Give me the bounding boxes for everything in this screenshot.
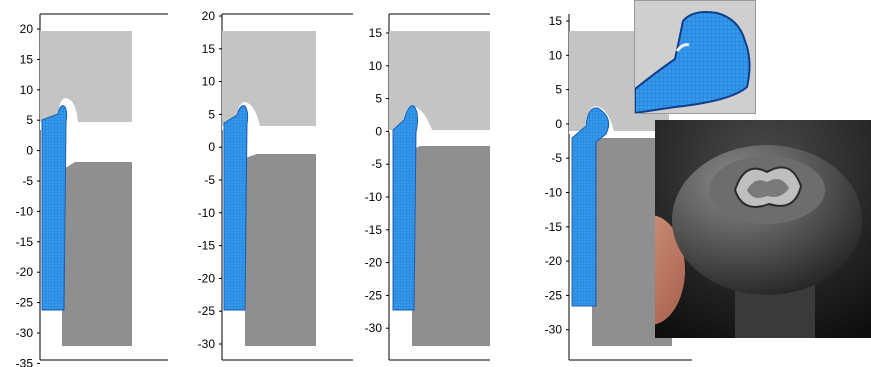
tick-label: -30 — [198, 337, 216, 351]
tick-labels-1: 20 15 10 5 0 -5 -10 -15 -20 -25 -30 -35 — [16, 22, 40, 367]
tick-label: -5 — [22, 174, 33, 188]
tick-label: -15 — [198, 239, 216, 253]
mesh-zoom-svg — [634, 11, 751, 115]
lower-die-3 — [412, 146, 490, 346]
fe-panel-1: 20 15 10 5 0 -5 -10 -15 -20 -25 -30 -35 — [0, 0, 170, 367]
tick-label: -15 — [365, 223, 383, 237]
tick-label: -5 — [371, 157, 382, 171]
tick-label: -25 — [16, 296, 34, 310]
mesh-workpiece-3 — [392, 105, 419, 311]
torx-screw-photo — [655, 120, 871, 338]
tick-label: 0 — [26, 144, 33, 158]
tick-label: -35 — [16, 356, 34, 367]
tick-label: 15 — [20, 52, 34, 66]
tick-label: -20 — [16, 265, 34, 279]
tick-label: -25 — [545, 288, 563, 302]
mesh-workpiece-4 — [571, 107, 610, 307]
tick-label: 10 — [369, 59, 383, 73]
mesh-workpiece-2 — [223, 105, 249, 311]
torx-screw-photo-svg — [655, 120, 871, 338]
tick-label: -10 — [16, 204, 34, 218]
tick-label: 0 — [555, 117, 562, 131]
tick-label: 20 — [20, 22, 34, 36]
tick-label: -15 — [16, 235, 34, 249]
tick-label: -15 — [545, 220, 563, 234]
upper-die-3 — [389, 31, 490, 130]
tick-label: -10 — [545, 186, 563, 200]
lower-die-2 — [245, 154, 316, 346]
upper-die-1 — [40, 31, 132, 122]
tick-labels-3: 15 10 5 0 -5 -10 -15 -20 -25 -30 — [365, 26, 389, 335]
tick-labels-4: 15 10 5 0 -5 -10 -15 -20 -25 -30 — [545, 14, 569, 337]
tick-label: 10 — [202, 75, 216, 89]
tick-label: 20 — [202, 9, 216, 23]
tick-label: 5 — [208, 107, 215, 121]
tick-label: 15 — [202, 42, 216, 56]
tick-label: 10 — [549, 48, 563, 62]
upper-die-2 — [222, 31, 316, 126]
tick-label: -20 — [545, 254, 563, 268]
tick-label: 5 — [375, 92, 382, 106]
fe-panel-3: 15 10 5 0 -5 -10 -15 -20 -25 -30 — [352, 0, 522, 367]
fe-panel-3-svg: 15 10 5 0 -5 -10 -15 -20 -25 -30 — [365, 13, 490, 361]
tick-label: -20 — [198, 271, 216, 285]
lower-die-1 — [62, 162, 132, 346]
tick-label: -10 — [198, 206, 216, 220]
tick-label: -25 — [365, 288, 383, 302]
tick-label: -5 — [204, 173, 215, 187]
tick-label: -10 — [365, 190, 383, 204]
tick-label: 0 — [375, 124, 382, 138]
tick-label: -30 — [16, 326, 34, 340]
mesh-workpiece-1 — [41, 105, 68, 311]
tick-label: -20 — [365, 256, 383, 270]
tick-label: 5 — [26, 113, 33, 127]
tick-label: 15 — [549, 14, 563, 28]
fe-panel-1-svg: 20 15 10 5 0 -5 -10 -15 -20 -25 -30 -35 — [16, 13, 168, 367]
lower-die-4 — [592, 138, 672, 346]
tick-label: 0 — [208, 140, 215, 154]
tick-label: -5 — [551, 151, 562, 165]
tick-label: -30 — [365, 321, 383, 335]
tick-label: -30 — [545, 323, 563, 337]
mesh-zoom-inset — [634, 0, 756, 115]
tick-label: 10 — [20, 83, 34, 97]
tick-label: 15 — [369, 26, 383, 40]
tick-label: 5 — [555, 83, 562, 97]
tick-label: -25 — [198, 304, 216, 318]
